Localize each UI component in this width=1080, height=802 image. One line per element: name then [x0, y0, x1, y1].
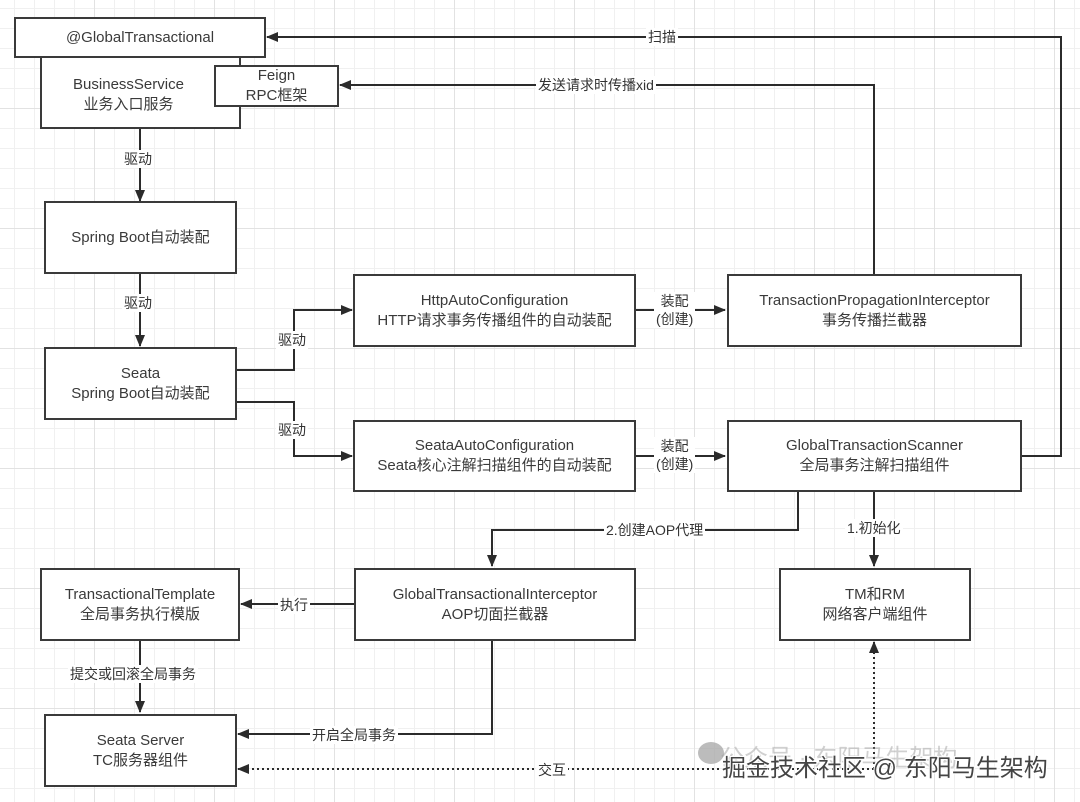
seata-auto-config-node: SeataAutoConfiguration Seata核心注解扫描组件的自动装…	[353, 420, 636, 492]
seata-server-line2: TC服务器组件	[93, 751, 188, 769]
seata-server-node: Seata Server TC服务器组件	[44, 714, 237, 787]
watermark-faint: 公众号 · 东阳马生架构	[720, 745, 958, 772]
tpi-line2: 事务传播拦截器	[821, 311, 927, 329]
spring-boot-node: Spring Boot自动装配	[44, 201, 237, 274]
business-service-line1: BusinessService	[73, 76, 184, 93]
seata-auto-config-line2: Seata核心注解扫描组件的自动装配	[377, 457, 612, 474]
edge-label-drive-1: 驱动	[122, 150, 154, 168]
seata-auto-config-line1: SeataAutoConfiguration	[414, 437, 575, 454]
global-transaction-scanner-node: GlobalTransactionScanner 全局事务注解扫描组件	[727, 420, 1022, 492]
edge-label-drive-2: 驱动	[122, 294, 154, 312]
global-transactional-node: @GlobalTransactional	[14, 17, 266, 58]
seata-spring-boot-line1: Seata	[120, 364, 161, 382]
edge-label-begin-global: 开启全局事务	[310, 726, 398, 744]
watermark-main: 掘金技术社区 @ 东阳马生架构	[722, 755, 1048, 782]
edge-label-drive-3: 驱动	[276, 331, 308, 349]
seata-server-line1: Seata Server	[96, 731, 185, 749]
gts-line1: GlobalTransactionScanner	[785, 437, 964, 454]
business-service-line2: 业务入口服务	[83, 96, 174, 113]
tt-line2: 全局事务执行模版	[79, 605, 200, 623]
http-auto-config-line2: HTTP请求事务传播组件的自动装配	[377, 311, 612, 329]
seata-spring-boot-node: Seata Spring Boot自动装配	[44, 347, 237, 420]
feign-node: Feign RPC框架	[214, 65, 339, 107]
business-service-node: BusinessService 业务入口服务	[40, 55, 241, 129]
http-auto-config-line1: HttpAutoConfiguration	[420, 291, 569, 309]
seata-spring-boot-line2: Spring Boot自动装配	[71, 384, 210, 402]
edge-label-propagate-xid: 发送请求时传播xid	[536, 76, 656, 94]
tpi-line1: TransactionPropagationInterceptor	[759, 291, 990, 309]
http-auto-config-node: HttpAutoConfiguration HTTP请求事务传播组件的自动装配	[353, 274, 636, 347]
edge-label-init: 1.初始化	[845, 519, 903, 537]
edge-label-assemble-1: 装配 (创建)	[654, 292, 696, 328]
edge-label-scan: 扫描	[646, 28, 678, 46]
transaction-propagation-interceptor-node: TransactionPropagationInterceptor 事务传播拦截…	[727, 274, 1022, 347]
assemble-2-line2: (创建)	[656, 456, 694, 472]
tt-line1: TransactionalTemplate	[64, 585, 216, 603]
transactional-template-node: TransactionalTemplate 全局事务执行模版	[40, 568, 240, 641]
tm-rm-node: TM和RM 网络客户端组件	[779, 568, 971, 641]
global-transactional-interceptor-node: GlobalTransactionalInterceptor AOP切面拦截器	[354, 568, 636, 641]
assemble-1-line1: 装配	[660, 293, 689, 309]
edge-begin-global	[237, 640, 493, 739]
gti-line2: AOP切面拦截器	[441, 605, 549, 623]
edge-label-execute: 执行	[278, 596, 310, 614]
edge-label-interact: 交互	[536, 761, 568, 779]
global-transactional-label: @GlobalTransactional	[65, 28, 215, 46]
assemble-1-line2: (创建)	[656, 311, 694, 327]
wechat-icon	[698, 742, 724, 764]
edge-label-commit-rollback: 提交或回滚全局事务	[68, 665, 198, 683]
tmrm-line1: TM和RM	[845, 585, 905, 603]
gts-line2: 全局事务注解扫描组件	[799, 457, 950, 474]
tmrm-line2: 网络客户端组件	[822, 605, 928, 623]
spring-boot-label: Spring Boot自动装配	[71, 228, 210, 246]
feign-line1: Feign	[257, 67, 296, 84]
edge-label-create-aop: 2.创建AOP代理	[604, 521, 706, 539]
edge-propagate-xid	[339, 80, 875, 274]
assemble-2-line1: 装配	[660, 438, 689, 454]
gti-line1: GlobalTransactionalInterceptor	[392, 585, 598, 603]
edge-scan	[266, 32, 1062, 457]
edge-label-assemble-2: 装配 (创建)	[654, 437, 696, 473]
feign-line2: RPC框架	[245, 87, 308, 104]
edge-label-drive-4: 驱动	[276, 421, 308, 439]
